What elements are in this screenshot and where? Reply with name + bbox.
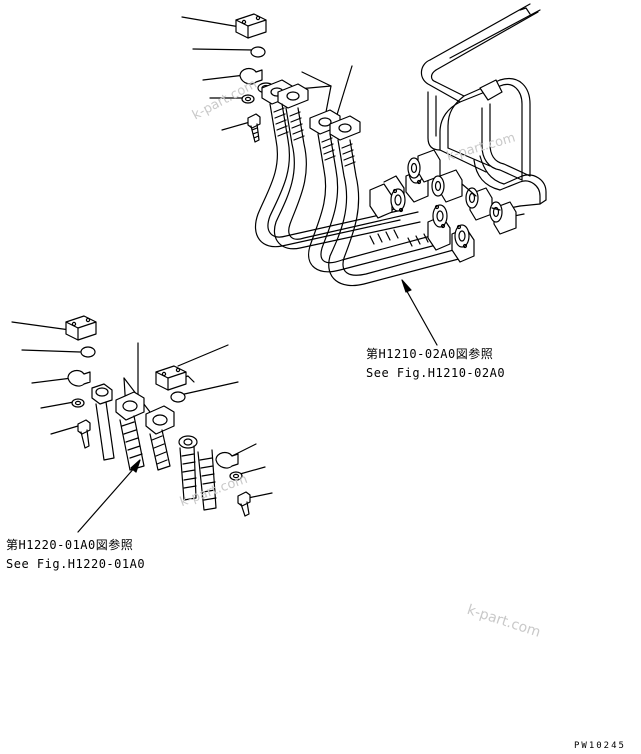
steel-tube-frame [407, 3, 547, 235]
lower-center-hoses [91, 375, 217, 511]
upper-cover-plate [235, 13, 267, 39]
upper-hose-flanges [261, 79, 361, 141]
upper-part-callouts [181, 16, 353, 131]
lower-reference-jp: 第H1220-01A0図参照 [6, 538, 134, 552]
upper-bolt [247, 113, 261, 143]
lower-left-cover-plate [65, 315, 97, 341]
lower-right-split-flange [215, 451, 239, 469]
upper-reference-leader [401, 279, 438, 346]
lower-part-callouts [11, 321, 273, 499]
lower-left-split-flange [67, 369, 91, 387]
upper-reference-jp: 第H1210-02A0図参照 [366, 347, 494, 361]
lower-right-o-ring [170, 391, 186, 403]
upper-hoses [254, 103, 471, 287]
lower-left-bolt [77, 419, 91, 449]
lower-left-washer [71, 398, 85, 408]
upper-o-ring [250, 46, 266, 58]
drawing-code: PW10245 [574, 741, 626, 751]
lower-right-cover-plate [155, 365, 187, 391]
lower-right-washer [229, 471, 243, 481]
upper-washer [241, 94, 255, 104]
upper-reference-en: See Fig.H1210-02A0 [366, 366, 506, 380]
lower-right-bolt [237, 491, 251, 517]
lower-reference-leader [77, 459, 141, 533]
lower-reference-en: See Fig.H1220-01A0 [6, 557, 146, 571]
lower-left-o-ring [80, 346, 96, 358]
